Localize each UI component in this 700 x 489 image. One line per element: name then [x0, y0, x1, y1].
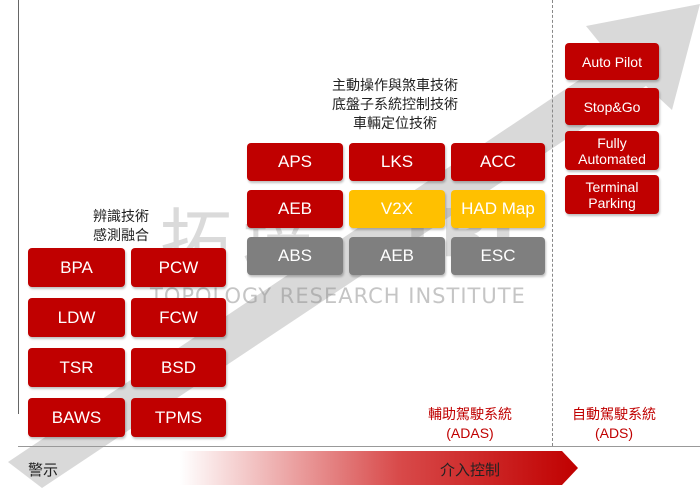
control-caption-line: 車輛定位技術: [353, 115, 437, 131]
ads-divider: [552, 0, 553, 446]
ads-label-line: 自動駕駛系統: [572, 406, 656, 422]
warning-box-tpms: TPMS: [131, 398, 226, 437]
warning-box-pcw: PCW: [131, 248, 226, 287]
warning-box-bpa: BPA: [28, 248, 125, 287]
warning-caption: 辨識技術 感測融合: [76, 207, 166, 245]
warning-box-ldw: LDW: [28, 298, 125, 337]
left-axis-line: [18, 0, 19, 414]
ads-box-terminal-parking: Terminal Parking: [565, 175, 659, 214]
control-box-aeb-2: AEB: [349, 237, 445, 275]
adas-label: 輔助駕駛系統 (ADAS): [420, 405, 520, 443]
control-caption: 主動操作與煞車技術 底盤子系統控制技術 車輛定位技術: [310, 76, 480, 133]
control-caption-line: 主動操作與煞車技術: [332, 77, 458, 93]
adas-label-line: (ADAS): [446, 425, 494, 441]
control-caption-line: 底盤子系統控制技術: [332, 96, 458, 112]
ads-box-fully-automated: Fully Automated: [565, 131, 659, 170]
warning-box-tsr: TSR: [28, 348, 125, 387]
adas-label-line: 輔助駕駛系統: [428, 406, 512, 422]
control-box-v2x: V2X: [349, 190, 445, 228]
ads-box-stop-go: Stop&Go: [565, 88, 659, 125]
bottom-axis-line: [18, 446, 700, 447]
ads-box-auto-pilot: Auto Pilot: [565, 43, 659, 80]
ads-label: 自動駕駛系統 (ADS): [562, 405, 666, 443]
warning-box-fcw: FCW: [131, 298, 226, 337]
intervention-arrow: [180, 451, 578, 485]
ads-label-line: (ADS): [594, 425, 634, 441]
warning-label: 警示: [28, 462, 59, 479]
control-box-had-map: HAD Map: [451, 190, 545, 228]
control-box-abs: ABS: [247, 237, 343, 275]
warning-box-bsd: BSD: [131, 348, 226, 387]
warning-caption-line: 感測融合: [93, 227, 149, 243]
control-box-esc: ESC: [451, 237, 545, 275]
warning-caption-line: 辨識技術: [93, 208, 149, 224]
control-box-aps: APS: [247, 143, 343, 181]
control-box-aeb: AEB: [247, 190, 343, 228]
warning-box-baws: BAWS: [28, 398, 125, 437]
control-box-lks: LKS: [349, 143, 445, 181]
control-box-acc: ACC: [451, 143, 545, 181]
intervention-label: 介入控制: [440, 462, 501, 479]
